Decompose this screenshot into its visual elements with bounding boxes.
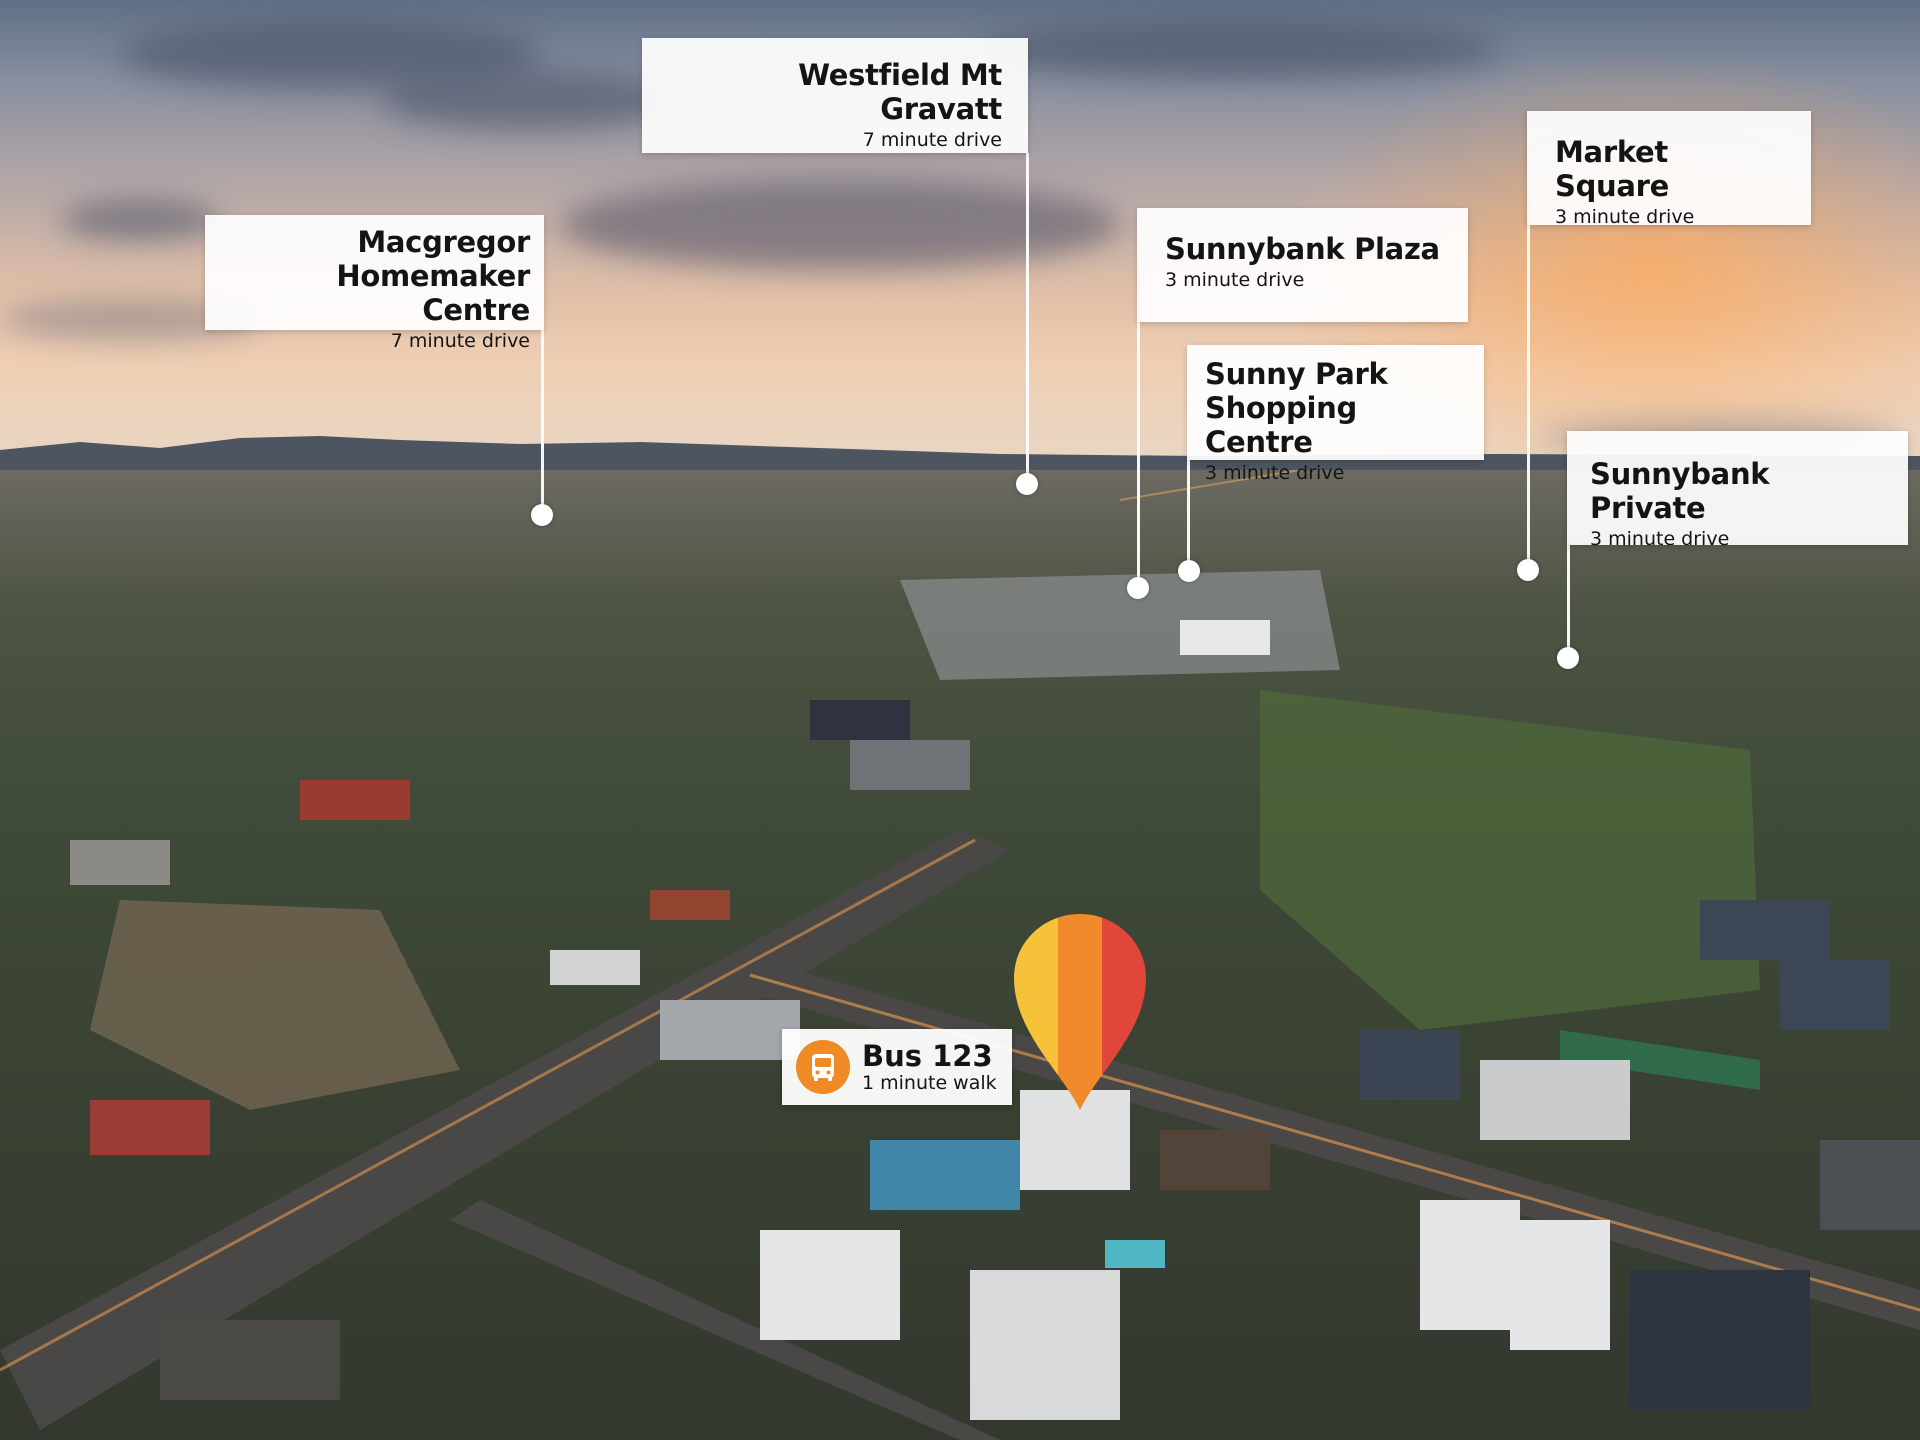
house bbox=[1510, 1220, 1610, 1350]
house bbox=[1820, 1140, 1920, 1230]
callout-time: 3 minute drive bbox=[1555, 206, 1695, 228]
cloud bbox=[60, 200, 220, 240]
house bbox=[970, 1270, 1120, 1420]
bus-stop-card: Bus 123 1 minute walk bbox=[782, 1029, 1012, 1105]
callout-time: 3 minute drive bbox=[1165, 269, 1305, 291]
house bbox=[1180, 620, 1270, 655]
house bbox=[870, 1140, 1020, 1210]
house bbox=[760, 1230, 900, 1340]
callout-name: Sunnybank Private bbox=[1590, 457, 1770, 525]
location-dot bbox=[1517, 559, 1539, 581]
house bbox=[1020, 1090, 1130, 1190]
house bbox=[160, 1320, 340, 1400]
location-dot bbox=[531, 504, 553, 526]
house bbox=[1420, 1200, 1520, 1330]
callout-sunnybank-private: Sunnybank Private 3 minute drive bbox=[1567, 431, 1908, 550]
cloud bbox=[380, 70, 680, 130]
callout-market-square: Market Square 3 minute drive bbox=[1527, 111, 1811, 228]
leader-line bbox=[1567, 545, 1570, 657]
house bbox=[650, 890, 730, 920]
location-dot bbox=[1127, 577, 1149, 599]
callout-westfield-mt-gravatt: Westfield Mt Gravatt 7 minute drive bbox=[642, 38, 1028, 153]
house bbox=[810, 700, 910, 740]
cloud bbox=[560, 180, 1120, 270]
house bbox=[1630, 1270, 1810, 1410]
leader-line bbox=[1187, 460, 1190, 570]
location-dot bbox=[1557, 647, 1579, 669]
leader-line bbox=[1026, 153, 1029, 483]
house bbox=[70, 840, 170, 885]
callout-time: 7 minute drive bbox=[862, 129, 1002, 151]
house bbox=[1700, 900, 1830, 960]
house bbox=[850, 740, 970, 790]
house bbox=[300, 780, 410, 820]
callout-name: Macgregor Homemaker Centre bbox=[336, 225, 530, 327]
callout-name: Sunny Park Shopping Centre bbox=[1205, 357, 1388, 459]
callout-time: 3 minute drive bbox=[1205, 462, 1345, 484]
distant-hills bbox=[0, 436, 1920, 480]
callout-name: Westfield Mt Gravatt bbox=[798, 58, 1002, 126]
leader-line bbox=[1137, 322, 1140, 586]
location-dot bbox=[1016, 473, 1038, 495]
house bbox=[1160, 1130, 1270, 1190]
callout-time: 3 minute drive bbox=[1590, 528, 1730, 550]
house bbox=[660, 1000, 800, 1060]
house bbox=[90, 1100, 210, 1155]
location-dot bbox=[1178, 560, 1200, 582]
leader-line bbox=[541, 330, 544, 514]
house bbox=[1360, 1030, 1460, 1100]
bus-time: 1 minute walk bbox=[862, 1072, 997, 1094]
callout-name: Sunnybank Plaza bbox=[1165, 232, 1440, 266]
callout-sunnybank-plaza: Sunnybank Plaza 3 minute drive bbox=[1137, 208, 1468, 322]
bus-icon bbox=[796, 1040, 850, 1094]
callout-time: 7 minute drive bbox=[390, 330, 530, 352]
bus-name: Bus 123 bbox=[862, 1039, 993, 1073]
house bbox=[1480, 1060, 1630, 1140]
house bbox=[550, 950, 640, 985]
roads bbox=[0, 470, 1920, 1440]
cloud bbox=[980, 20, 1500, 80]
location-pin-icon bbox=[1014, 914, 1146, 1110]
callout-name: Market Square bbox=[1555, 135, 1670, 203]
leader-line bbox=[1527, 225, 1530, 570]
callout-macgregor-homemaker-centre: Macgregor Homemaker Centre 7 minute driv… bbox=[205, 215, 544, 352]
callout-sunny-park-shopping-centre: Sunny Park Shopping Centre 3 minute driv… bbox=[1187, 345, 1484, 484]
house bbox=[1780, 960, 1890, 1030]
